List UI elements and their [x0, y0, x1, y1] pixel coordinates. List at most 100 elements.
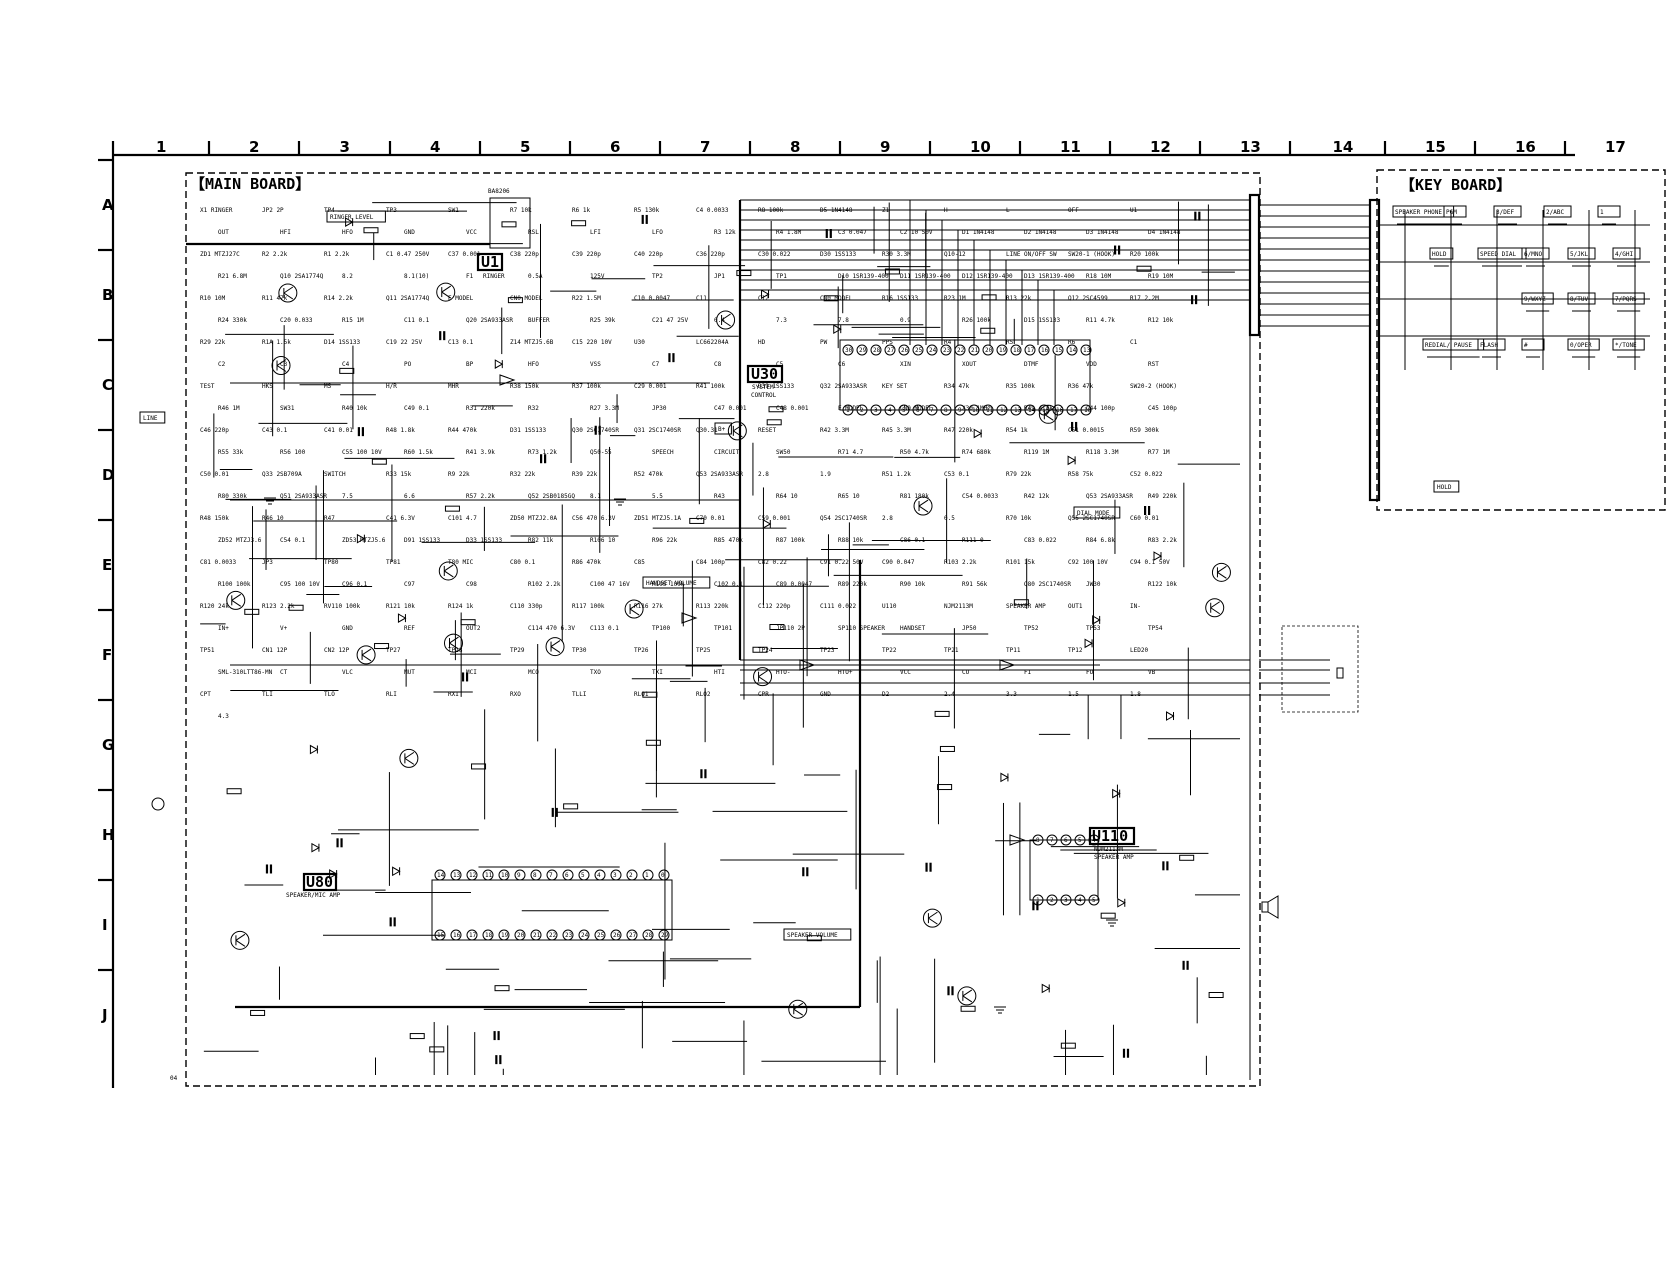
label-13: L	[1006, 207, 1010, 214]
label-121: C5	[776, 361, 784, 368]
label-177: R56 100	[280, 449, 306, 456]
label-59: D11 1SR139-400	[900, 273, 951, 280]
svg-text:13: 13	[453, 872, 461, 879]
label-363: D2	[882, 691, 890, 698]
svg-text:17: 17	[1027, 347, 1035, 354]
key-board-title: 【KEY BOARD】	[1400, 176, 1511, 194]
label-40: C36 220p	[696, 251, 725, 258]
label-126: VDD	[1086, 361, 1097, 368]
label-214: 8.1	[590, 493, 601, 500]
label-179: R60 1.5k	[404, 449, 433, 456]
label-137: D39 1SS133	[758, 383, 795, 390]
label-327: TP26	[634, 647, 649, 654]
label-20: VCC	[466, 229, 477, 236]
grid-row-G: G	[102, 736, 114, 754]
label-25: R4 1.8M	[776, 229, 802, 236]
svg-text:22: 22	[549, 932, 557, 939]
label-234: Q54 2SC1740SR	[820, 515, 867, 522]
label-210: 7.5	[342, 493, 353, 500]
label-288: R120 24k	[200, 603, 229, 610]
svg-text:7: 7	[1050, 837, 1054, 844]
label-181: R73 1.2k	[528, 449, 557, 456]
key-button-14: FLASH	[1477, 338, 1506, 358]
label-97: R1A 1.5k	[262, 339, 291, 346]
label-217: R64 10	[776, 493, 798, 500]
label-245: R82 11k	[528, 537, 554, 544]
label-302: OUT1	[1068, 603, 1083, 610]
label-348: CO	[962, 669, 970, 676]
u110-tag-box	[1088, 826, 1136, 846]
svg-text:18: 18	[485, 932, 493, 939]
label-17: HFI	[280, 229, 291, 236]
label-276: C98	[466, 581, 477, 588]
label-329: TP24	[758, 647, 773, 654]
boxed-label-4: SPEAKER VOLUME	[783, 928, 852, 941]
grid-col-9: 9	[880, 138, 890, 156]
grid-col-3: 3	[340, 138, 350, 156]
label-107: PPS	[882, 339, 893, 346]
label-195: R33 15k	[386, 471, 412, 478]
label-71: C10 0.0047	[634, 295, 671, 302]
label-52: F1	[466, 273, 474, 280]
label-79: R17 2.2M	[1130, 295, 1159, 302]
label-83: C11 0.1	[404, 317, 430, 324]
svg-text:25: 25	[915, 347, 923, 354]
label-128: TEST	[200, 383, 215, 390]
label-44: Q10-12	[944, 251, 966, 258]
handset-outline	[1281, 625, 1359, 713]
label-63: R19 10M	[1148, 273, 1174, 280]
label-356: RXI	[448, 691, 459, 698]
label-74: CN0 MODEL	[820, 295, 853, 302]
grid-col-10: 10	[970, 138, 991, 156]
label-172: R47 220k	[944, 427, 973, 434]
label-18: HFO	[342, 229, 353, 236]
svg-text:1: 1	[846, 407, 850, 414]
label-86: R25 39k	[590, 317, 616, 324]
svg-text:7: 7	[930, 407, 934, 414]
label-138: Q32 2SA933ASR	[820, 383, 867, 390]
label-112: C2	[218, 361, 226, 368]
grid-col-16: 16	[1515, 138, 1536, 156]
label-42: D30 1SS133	[820, 251, 857, 258]
label-331: TP22	[882, 647, 897, 654]
label-240: ZD52 MTZJ3.6	[218, 537, 262, 544]
u30-tag: U30	[751, 365, 778, 383]
label-165: D31 1SS133	[510, 427, 547, 434]
label-310: C113 0.1	[590, 625, 619, 632]
svg-text:4: 4	[1092, 837, 1096, 844]
label-272: R100 100k	[218, 581, 251, 588]
svg-text:24: 24	[929, 347, 937, 354]
svg-text:27: 27	[629, 932, 637, 939]
label-296: R113 220k	[696, 603, 729, 610]
svg-text:SPEAKER VOLUME: SPEAKER VOLUME	[787, 932, 838, 939]
label-110: R6	[1068, 339, 1076, 346]
label-304: IN+	[218, 625, 229, 632]
label-247: R96 22k	[652, 537, 678, 544]
label-101: Z14 MTZJ5.6B	[510, 339, 554, 346]
label-80: R24 330k	[218, 317, 247, 324]
svg-text:12: 12	[469, 872, 477, 879]
grid-col-2: 2	[249, 138, 259, 156]
key-label-16: 0/OPER	[1570, 342, 1592, 349]
label-191: R77 1M	[1148, 449, 1170, 456]
label-152: C47 0.001	[714, 405, 747, 412]
svg-text:25: 25	[597, 932, 605, 939]
label-167: Q31 2SC1740SR	[634, 427, 681, 434]
label-106: PW	[820, 339, 828, 346]
label-56: JP1	[714, 273, 725, 280]
key-button-5: HOLD	[1429, 247, 1454, 267]
svg-text:14: 14	[437, 872, 445, 879]
svg-text:3: 3	[613, 872, 617, 879]
label-49: Q10 2SA1774Q	[280, 273, 324, 280]
grid-row-B: B	[102, 286, 113, 304]
boxed-label-1: LINE	[139, 411, 166, 424]
label-326: TP30	[572, 647, 587, 654]
boxed-label-2: HANDSET VOLUME	[642, 576, 711, 589]
label-149: R32	[528, 405, 539, 412]
label-57: TP1	[776, 273, 787, 280]
label-114: C4	[342, 361, 350, 368]
label-283: R90 10k	[900, 581, 926, 588]
label-206: R58 75k	[1068, 471, 1094, 478]
label-72: C11	[696, 295, 707, 302]
boxed-label-6: B+	[714, 422, 732, 435]
